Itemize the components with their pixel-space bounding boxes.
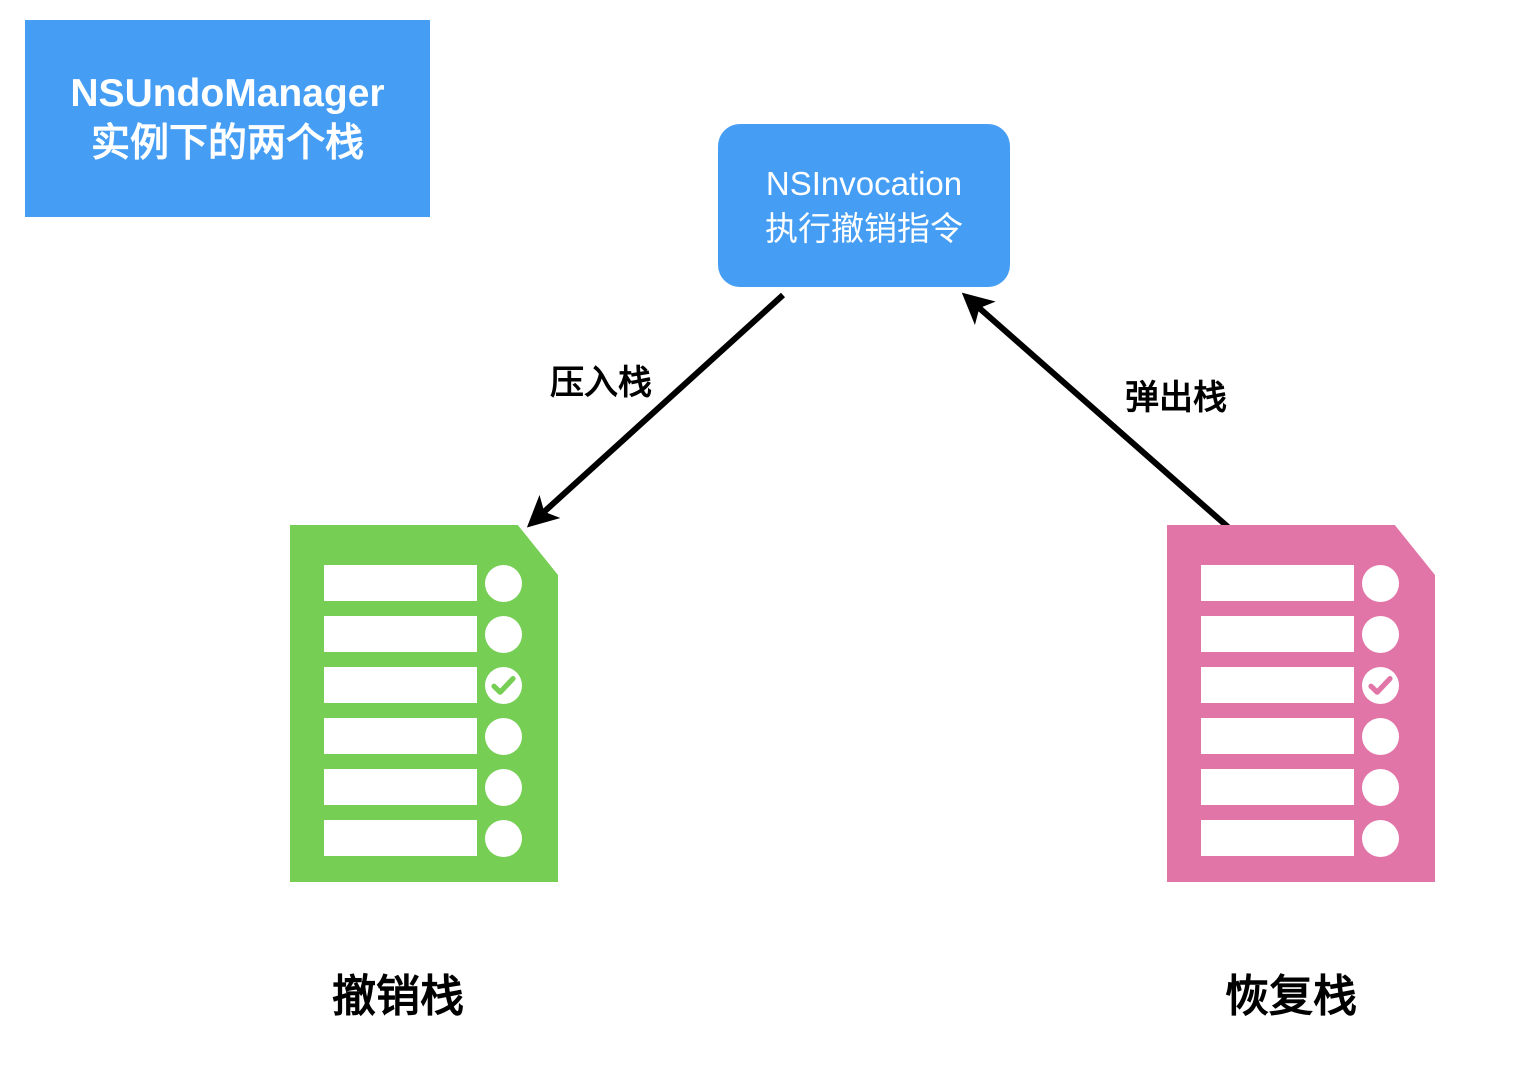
push-arrow-line <box>526 292 786 528</box>
nsinvocation-line-2: 执行撤销指令 <box>765 209 963 247</box>
list-item <box>324 818 524 858</box>
row-bar <box>1201 616 1354 652</box>
circle-icon <box>1362 564 1399 602</box>
list-item <box>1201 818 1401 858</box>
undo-stack-rows <box>324 563 524 858</box>
list-item <box>1201 767 1401 807</box>
list-item <box>324 563 524 603</box>
title-line-1: NSUndoManager <box>70 71 385 115</box>
nsinvocation-line-1: NSInvocation <box>765 164 963 202</box>
circle-icon <box>485 615 522 653</box>
list-item <box>324 665 524 705</box>
nsinvocation-node: NSInvocation 执行撤销指令 <box>718 124 1010 287</box>
circle-icon <box>1362 768 1399 806</box>
row-bar <box>1201 718 1354 754</box>
row-bar <box>1201 820 1354 856</box>
list-item <box>324 614 524 654</box>
redo-stack-caption: 恢复栈 <box>1225 972 1357 1021</box>
row-bar <box>324 718 477 754</box>
undo-stack <box>290 525 558 882</box>
circle-icon <box>1362 717 1399 755</box>
circle-icon <box>1362 819 1399 857</box>
list-item <box>1201 665 1401 705</box>
row-bar <box>324 565 477 601</box>
row-bar <box>324 667 477 703</box>
check-circle-icon <box>1362 666 1399 704</box>
row-bar <box>1201 667 1354 703</box>
title-line-2: 实例下的两个栈 <box>90 121 364 165</box>
redo-stack <box>1167 525 1435 882</box>
push-arrow-label: 压入栈 <box>550 364 652 402</box>
row-bar <box>324 769 477 805</box>
redo-stack-rows <box>1201 563 1401 858</box>
circle-icon <box>485 717 522 755</box>
circle-icon <box>485 768 522 806</box>
circle-icon <box>485 564 522 602</box>
row-bar <box>324 820 477 856</box>
list-item <box>324 767 524 807</box>
list-item <box>324 716 524 756</box>
circle-icon <box>485 819 522 857</box>
check-circle-icon <box>485 666 522 704</box>
list-item <box>1201 614 1401 654</box>
list-item <box>1201 563 1401 603</box>
row-bar <box>1201 769 1354 805</box>
undo-stack-caption: 撤销栈 <box>332 972 464 1021</box>
list-item <box>1201 716 1401 756</box>
row-bar <box>324 616 477 652</box>
circle-icon <box>1362 615 1399 653</box>
row-bar <box>1201 565 1354 601</box>
pop-arrow-label: 弹出栈 <box>1125 379 1227 417</box>
title-box: NSUndoManager 实例下的两个栈 <box>25 20 430 217</box>
